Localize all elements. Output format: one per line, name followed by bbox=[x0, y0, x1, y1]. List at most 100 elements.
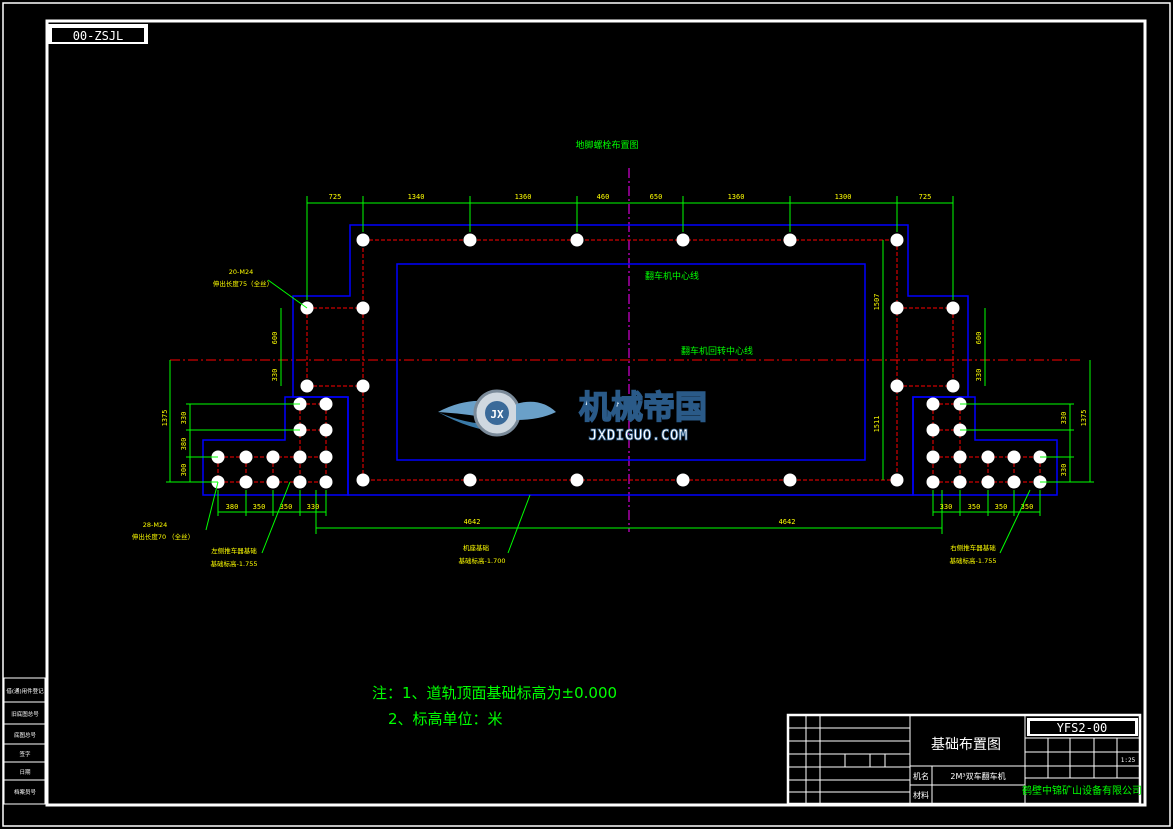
bolt-circle bbox=[953, 450, 967, 464]
drawing-title: 基础布置图 bbox=[931, 736, 1001, 753]
drawing-scale: 1:25 bbox=[1121, 757, 1136, 764]
dim-label: 330 bbox=[307, 503, 320, 511]
bolt-circle bbox=[239, 475, 253, 489]
bolt-circle bbox=[356, 301, 370, 315]
dim-label: 330 bbox=[271, 369, 279, 382]
bolt-circle bbox=[890, 301, 904, 315]
dim-label: 650 bbox=[650, 193, 663, 201]
dim-label: 725 bbox=[919, 193, 932, 201]
bolt-circle bbox=[926, 397, 940, 411]
bolt-circle bbox=[266, 475, 280, 489]
note-line-2: 2、标高单位：米 bbox=[388, 710, 503, 728]
bolt-circle bbox=[953, 475, 967, 489]
right-pusher-note-2: 基础标高-1.755 bbox=[950, 556, 997, 565]
right-vertical-dims: 600 330 330 1375 330 bbox=[975, 332, 1088, 477]
company-name: 鹤壁中锦矿山设备有限公司 bbox=[1022, 784, 1142, 797]
dim-label: 1360 bbox=[728, 193, 745, 201]
bolt-circle bbox=[783, 473, 797, 487]
side-label: 日期 bbox=[19, 769, 31, 776]
top-dims: 725 1340 1360 460 650 1360 1300 725 bbox=[329, 193, 932, 201]
bolt-circle bbox=[676, 233, 690, 247]
leader-line bbox=[267, 279, 308, 309]
dim-label: 330 bbox=[180, 412, 188, 425]
dim-label: 380 bbox=[226, 503, 239, 511]
bolt-circle bbox=[570, 473, 584, 487]
bolt-circle bbox=[946, 379, 960, 393]
dim-label: 600 bbox=[271, 332, 279, 345]
leader-line bbox=[507, 494, 531, 554]
dim-label: 330 bbox=[940, 503, 953, 511]
bolt-circle bbox=[319, 475, 333, 489]
bolt-circle bbox=[356, 233, 370, 247]
dim-label: 350 bbox=[995, 503, 1008, 511]
bolt-circle bbox=[266, 450, 280, 464]
dim-label: 600 bbox=[975, 332, 983, 345]
bolt-circle bbox=[783, 233, 797, 247]
dim-label: 1511 bbox=[873, 416, 881, 433]
logo-badge: JX bbox=[490, 408, 504, 421]
right-pusher-note-1: 右侧推车器基础 bbox=[950, 543, 996, 552]
top-dimension-line bbox=[306, 196, 954, 300]
rotation-centerline-label: 翻车机回转中心线 bbox=[681, 345, 753, 357]
bolt-circle bbox=[890, 379, 904, 393]
top-caption: 地脚螺栓布置图 bbox=[575, 139, 638, 151]
material-label: 材料 bbox=[913, 790, 929, 800]
dim-label: 330 bbox=[1060, 412, 1068, 425]
bolt-circle bbox=[1007, 475, 1021, 489]
bolt-circle bbox=[293, 450, 307, 464]
bolt-circle bbox=[926, 475, 940, 489]
bolt-circle bbox=[676, 473, 690, 487]
side-label: 旧底图总号 bbox=[11, 710, 39, 718]
wing-right-icon bbox=[516, 401, 556, 420]
dim-label: 1375 bbox=[1080, 410, 1088, 427]
left-vertical-dims: 600 330 1375 330 380 300 bbox=[161, 332, 279, 477]
bolt-circle bbox=[463, 473, 477, 487]
watermark-en: JXDIGUO.COM bbox=[588, 426, 687, 444]
bolt-circle bbox=[981, 475, 995, 489]
gear-center-icon bbox=[485, 401, 509, 425]
bolt-group bbox=[211, 233, 1047, 489]
title-block: YFS2-00 基础布置图 1:25 机名 2M³双车翻车机 材料 鹤壁中锦矿山… bbox=[786, 713, 1142, 806]
bolt-circle bbox=[890, 473, 904, 487]
dim-label: 350 bbox=[968, 503, 981, 511]
bolt-circle bbox=[319, 450, 333, 464]
leader-line bbox=[999, 489, 1031, 554]
bolt-circle bbox=[293, 475, 307, 489]
dim-label: 350 bbox=[280, 503, 293, 511]
dim-label: 380 bbox=[180, 438, 188, 451]
inner-pit-outline bbox=[396, 263, 866, 461]
right-bottom-dimension-line bbox=[932, 490, 1041, 516]
side-block: 借(通)用件登记 旧底图总号 底图总号 签字 日期 档案员号 bbox=[3, 677, 46, 805]
watermark-logo: JX 机械帝国 JXDIGUO.COM bbox=[438, 387, 708, 444]
left-pusher-outline bbox=[202, 396, 349, 496]
main-base-note-1: 机座基础 bbox=[463, 543, 490, 552]
leader-line bbox=[261, 481, 291, 554]
tipper-centerline-label: 翻车机中心线 bbox=[645, 270, 699, 282]
bolt-circle bbox=[1007, 450, 1021, 464]
bolt-circle bbox=[926, 450, 940, 464]
drawing-number: YFS2-00 bbox=[1057, 721, 1108, 735]
dim-label: 1340 bbox=[408, 193, 425, 201]
left-vertical-dimension-lines bbox=[166, 308, 300, 483]
bolt-circle bbox=[300, 379, 314, 393]
left-bottom-dims: 380 350 350 330 bbox=[226, 503, 320, 511]
bolt-circle bbox=[890, 233, 904, 247]
machine-name-label: 机名 bbox=[913, 771, 929, 781]
left-pusher-note-2: 基础标高-1.755 bbox=[211, 559, 258, 568]
bolt-note-top-1: 20-M24 bbox=[229, 268, 254, 276]
bolt-circle bbox=[463, 233, 477, 247]
bolt-note-top-2: 伸出长度75（全丝） bbox=[213, 279, 273, 288]
dim-label: 1375 bbox=[161, 410, 169, 427]
dim-label: 1300 bbox=[835, 193, 852, 201]
right-pusher-outline bbox=[912, 396, 1058, 496]
side-label: 签字 bbox=[19, 750, 31, 758]
dim-label: 350 bbox=[253, 503, 266, 511]
bolt-circle bbox=[319, 397, 333, 411]
corner-code: 00-ZSJL bbox=[73, 29, 124, 43]
dim-label: 1360 bbox=[515, 193, 532, 201]
left-pusher-note-1: 左侧推车器基础 bbox=[211, 546, 257, 555]
dim-label: 4642 bbox=[779, 518, 796, 526]
bolt-note-bottom-1: 28-M24 bbox=[143, 521, 168, 529]
dim-label: 4642 bbox=[464, 518, 481, 526]
